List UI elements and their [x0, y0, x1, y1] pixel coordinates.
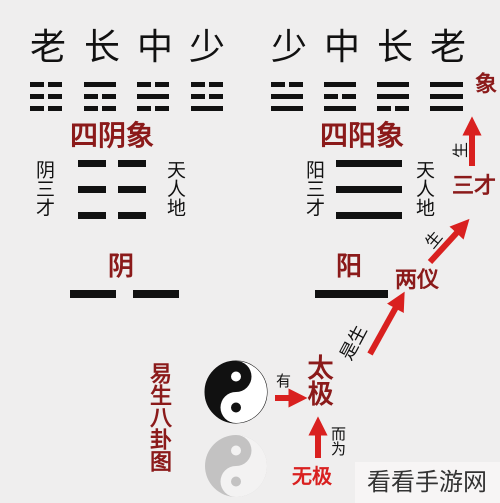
- arrow-taiji-to-liangyi: [367, 291, 405, 356]
- top-label-lao-left: 老: [30, 27, 67, 68]
- chain-xiang: 象: [471, 72, 496, 94]
- top-label-shao-right: 少: [271, 27, 308, 68]
- chain-liang-yi: 两仪: [395, 268, 440, 293]
- chain-er-wei: 而为: [329, 426, 347, 456]
- side-title-yi-sheng-ba-gua-tu: 易生八卦图: [146, 362, 171, 472]
- wuji-faded-symbol: [205, 435, 267, 497]
- chain-wu-ji: 无极: [292, 464, 332, 488]
- yang-line: [315, 290, 388, 298]
- chain-san-cai: 三才: [452, 174, 497, 199]
- top-label-zhang-left: 长: [84, 27, 121, 68]
- top-label-lao-right: 老: [430, 27, 467, 68]
- taiji-symbol: [204, 360, 268, 424]
- top-label-zhang-right: 长: [377, 27, 414, 68]
- yang-tian-ren-di-label: 天人地: [413, 160, 435, 217]
- yin-san-cai-label: 阴三才: [33, 160, 55, 217]
- yin-label: 阴: [108, 252, 135, 282]
- si-yang-xiang-title: 四阳象: [320, 119, 405, 152]
- chain-you: 有: [276, 372, 292, 390]
- top-label-zhong-right: 中: [324, 27, 361, 68]
- yang-san-cai-label: 阳三才: [303, 160, 325, 217]
- watermark-text: 看看手游网: [367, 468, 487, 496]
- yang-label: 阳: [336, 252, 363, 282]
- si-yin-xiang-title: 四阴象: [70, 119, 155, 152]
- chain-tai-ji: 太极: [303, 354, 333, 406]
- chain-sheng-top: 生: [451, 141, 471, 159]
- yin-tian-ren-di-label: 天人地: [164, 160, 186, 217]
- watermark-box: 看看手游网: [355, 462, 500, 503]
- arrow-liangyi-to-sancai: [427, 218, 470, 265]
- top-label-shao-left: 少: [189, 27, 226, 68]
- top-label-zhong-left: 中: [137, 27, 174, 68]
